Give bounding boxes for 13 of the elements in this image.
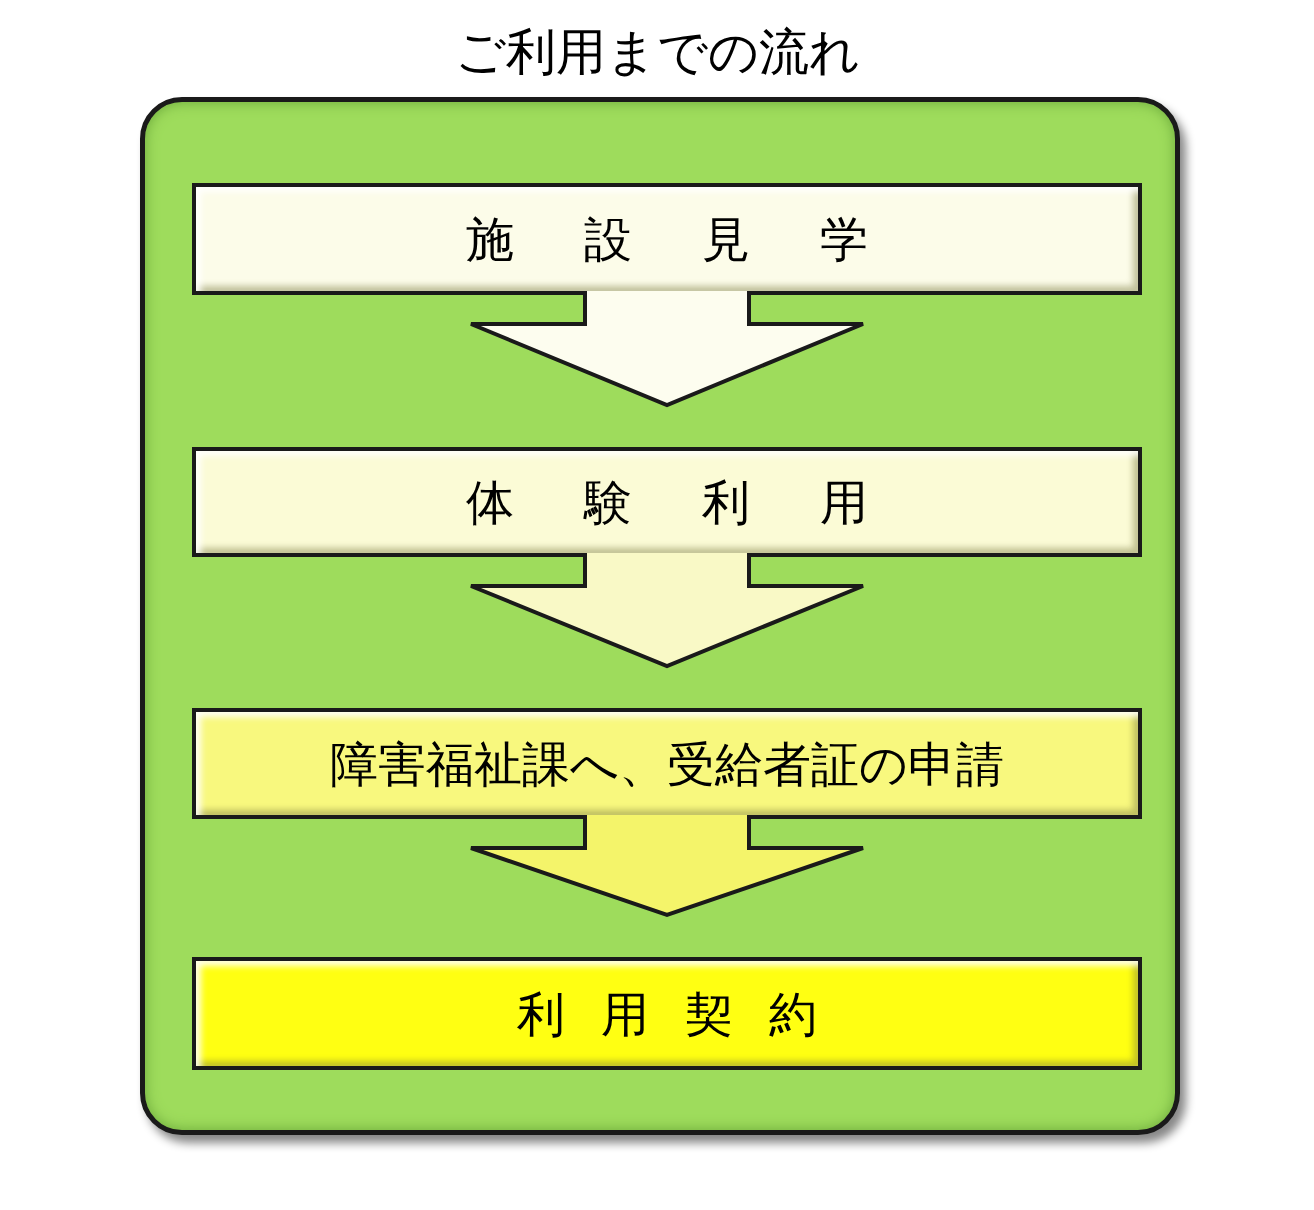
step-label: 体験利用 bbox=[465, 474, 938, 530]
step-label: 障害福祉課へ、受給者証の申請 bbox=[330, 735, 1004, 792]
step-box bbox=[192, 708, 1142, 819]
step-label: 施設見学 bbox=[465, 211, 938, 267]
block-arrow bbox=[469, 551, 865, 669]
block-arrow bbox=[469, 289, 865, 408]
diagram-title: ご利用までの流れ bbox=[453, 22, 861, 82]
step-box bbox=[192, 957, 1142, 1070]
step-label: 利用契約 bbox=[516, 985, 853, 1042]
panel-background bbox=[140, 97, 1180, 1135]
block-arrow bbox=[469, 813, 865, 918]
step-box bbox=[192, 183, 1142, 295]
step-box bbox=[192, 447, 1142, 557]
